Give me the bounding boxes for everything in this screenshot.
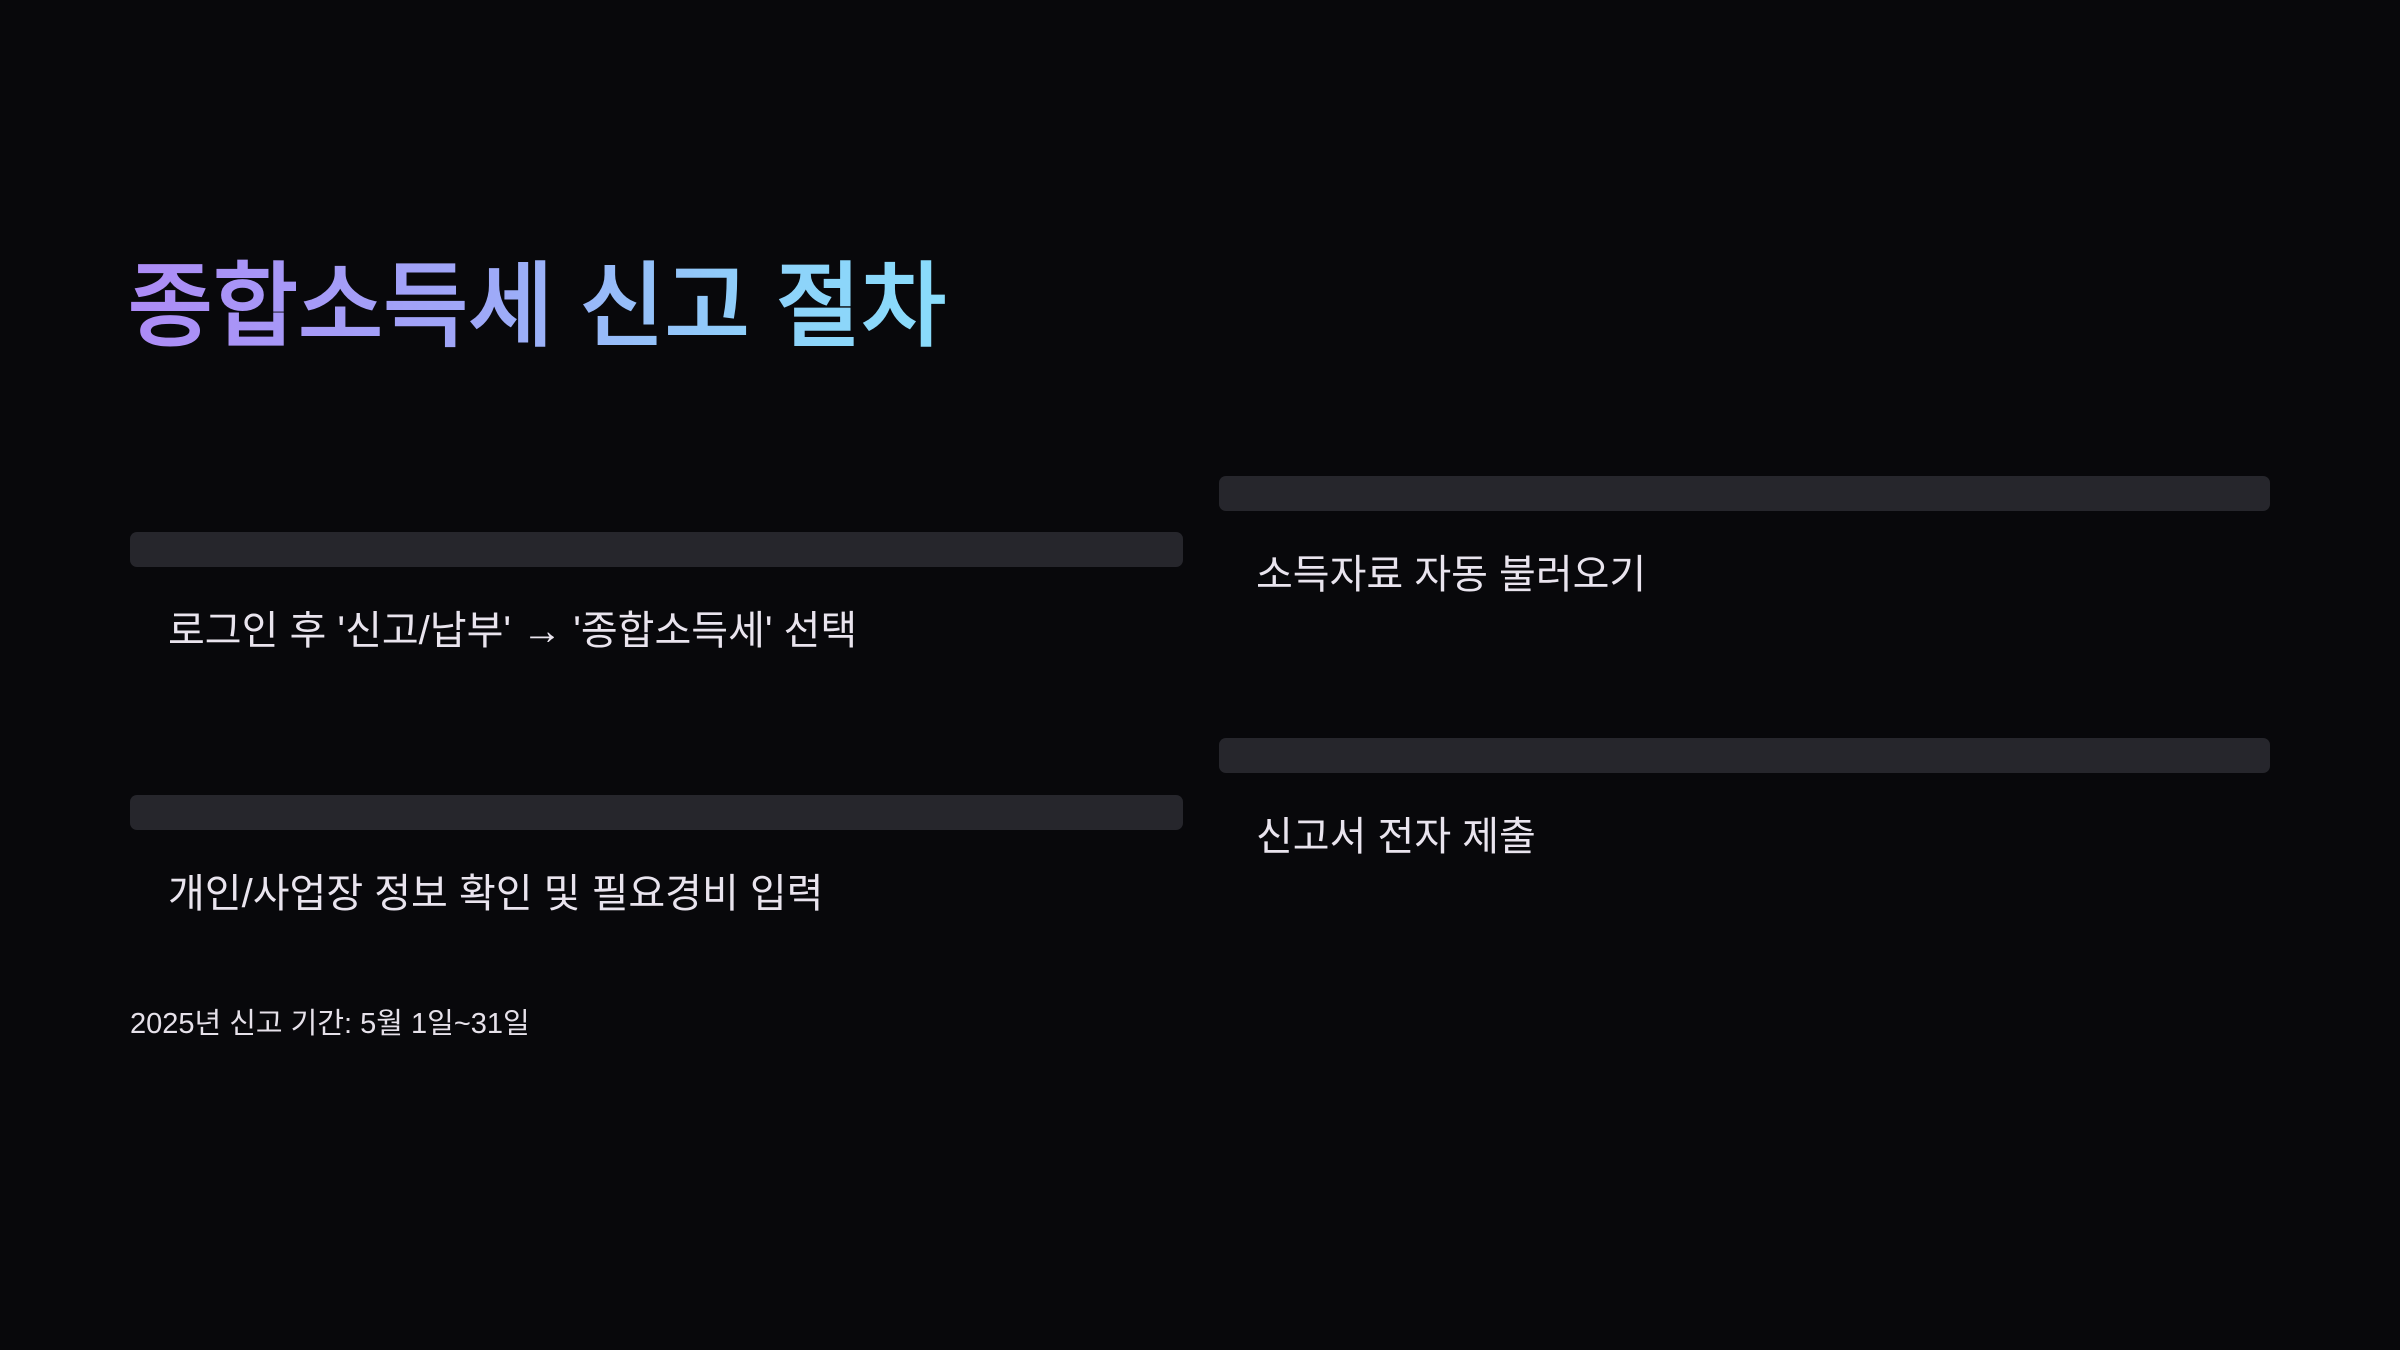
step-placeholder-bar-2 — [130, 795, 1183, 830]
filing-period-note: 2025년 신고 기간: 5월 1일~31일 — [130, 1008, 530, 1040]
step-card-4: 신고서 전자 제출 — [1219, 738, 2270, 864]
step-placeholder-bar-1 — [130, 532, 1183, 567]
step-label-1: 로그인 후 '신고/납부' → '종합소득세' 선택 — [168, 609, 858, 653]
step-placeholder-bar-4 — [1219, 738, 2270, 773]
page-title: 종합소득세 신고 절차 — [128, 255, 946, 361]
step-label-3: 소득자료 자동 불러오기 — [1256, 553, 1647, 597]
step-card-1: 로그인 후 '신고/납부' → '종합소득세' 선택 — [130, 532, 1183, 658]
step-label-4: 신고서 전자 제출 — [1256, 815, 1536, 859]
step-card-2: 개인/사업장 정보 확인 및 필요경비 입력 — [130, 795, 1183, 921]
step-label-2: 개인/사업장 정보 확인 및 필요경비 입력 — [168, 872, 824, 916]
step-card-3: 소득자료 자동 불러오기 — [1219, 476, 2270, 602]
step-placeholder-bar-3 — [1219, 476, 2270, 511]
